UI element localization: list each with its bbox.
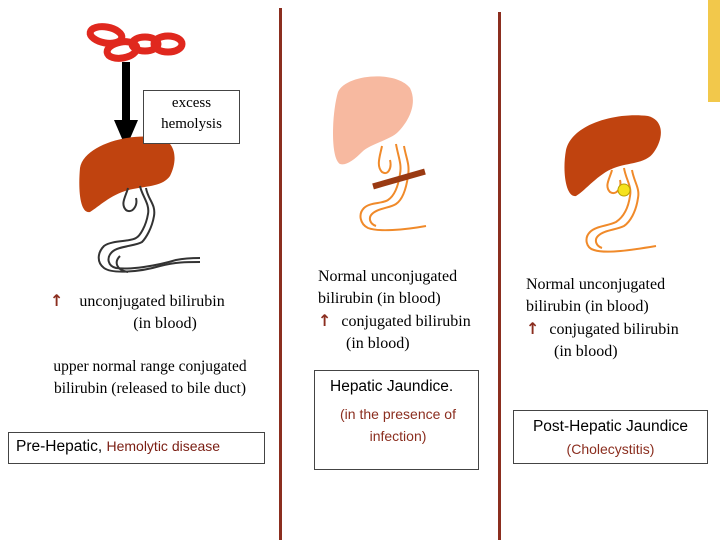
p3-line-3-wrap: ↑ conjugated bilirubin xyxy=(526,318,706,341)
box-line-1: excess xyxy=(171,95,212,111)
pre-hepatic-caption: Pre-Hepatic, Hemolytic disease xyxy=(16,438,266,456)
liver-illustration-pre-hepatic xyxy=(79,136,201,273)
hepatic-caption-box xyxy=(314,370,479,470)
p2-caption-main: Hepatic Jaundice. xyxy=(330,378,454,395)
p2-line-1: Normal unconjugated xyxy=(318,268,458,285)
p2-line-3-wrap: ↑ conjugated bilirubin xyxy=(318,310,498,333)
p2-line-3: conjugated bilirubin xyxy=(341,313,471,330)
p2-line-2: bilirubin (in blood) xyxy=(318,290,441,307)
p3-caption-main: Post-Hepatic Jaundice xyxy=(532,418,689,435)
upper-normal-range-text: upper normal range conjugated bilirubin … xyxy=(30,356,270,400)
caption-sub: Hemolytic disease xyxy=(106,438,221,454)
hepatic-caption: Hepatic Jaundice. xyxy=(330,378,478,396)
accent-bar xyxy=(708,0,720,102)
caption-main: Pre-Hepatic, xyxy=(16,438,103,455)
p2-sub-line-1: (in the presence of xyxy=(340,406,456,422)
panel-divider-right xyxy=(498,12,501,540)
p3-line-1: Normal unconjugated xyxy=(526,276,666,293)
uncon-line-1: unconjugated bilirubin xyxy=(79,293,225,310)
bile-duct-blockage xyxy=(372,168,426,190)
panel-divider-left xyxy=(279,8,282,540)
post-hepatic-caption-box xyxy=(513,410,708,464)
pre-hepatic-caption-box xyxy=(8,432,265,464)
p3-line-4: (in blood) xyxy=(554,343,618,360)
hepatic-caption-sub: (in the presence of infection) xyxy=(318,403,478,447)
unconjugated-bilirubin-text: ↑ unconjugated bilirubin (in blood) xyxy=(50,290,280,335)
upper-line-1: upper normal range conjugated xyxy=(53,358,247,375)
up-arrow-icon: ↑ xyxy=(526,319,540,338)
liver-illustration-hepatic xyxy=(333,76,427,232)
up-arrow-icon: ↑ xyxy=(50,291,64,310)
p3-line-3: conjugated bilirubin xyxy=(549,321,679,338)
excess-hemolysis-label: excess hemolysis xyxy=(143,93,240,135)
upper-line-2: bilirubin (released to bile duct) xyxy=(54,380,246,397)
hepatic-bilirubin-text: Normal unconjugated bilirubin (in blood)… xyxy=(318,266,498,355)
p3-caption-sub: (Cholecystitis) xyxy=(566,441,655,457)
p2-line-4: (in blood) xyxy=(346,335,410,352)
gallstone-icon xyxy=(617,183,631,197)
excess-hemolysis-box xyxy=(143,90,240,144)
p3-line-2: bilirubin (in blood) xyxy=(526,298,649,315)
p2-sub-line-2: infection) xyxy=(369,428,427,444)
box-line-2: hemolysis xyxy=(161,116,222,132)
liver-illustration-post-hepatic xyxy=(564,115,661,253)
post-hepatic-caption: Post-Hepatic Jaundice (Cholecystitis) xyxy=(513,416,708,460)
up-arrow-icon: ↑ xyxy=(318,311,332,330)
uncon-line-2: (in blood) xyxy=(133,315,197,332)
post-hepatic-bilirubin-text: Normal unconjugated bilirubin (in blood)… xyxy=(526,274,706,363)
down-arrow-icon xyxy=(114,62,138,148)
red-blood-cells-illustration xyxy=(86,23,186,62)
